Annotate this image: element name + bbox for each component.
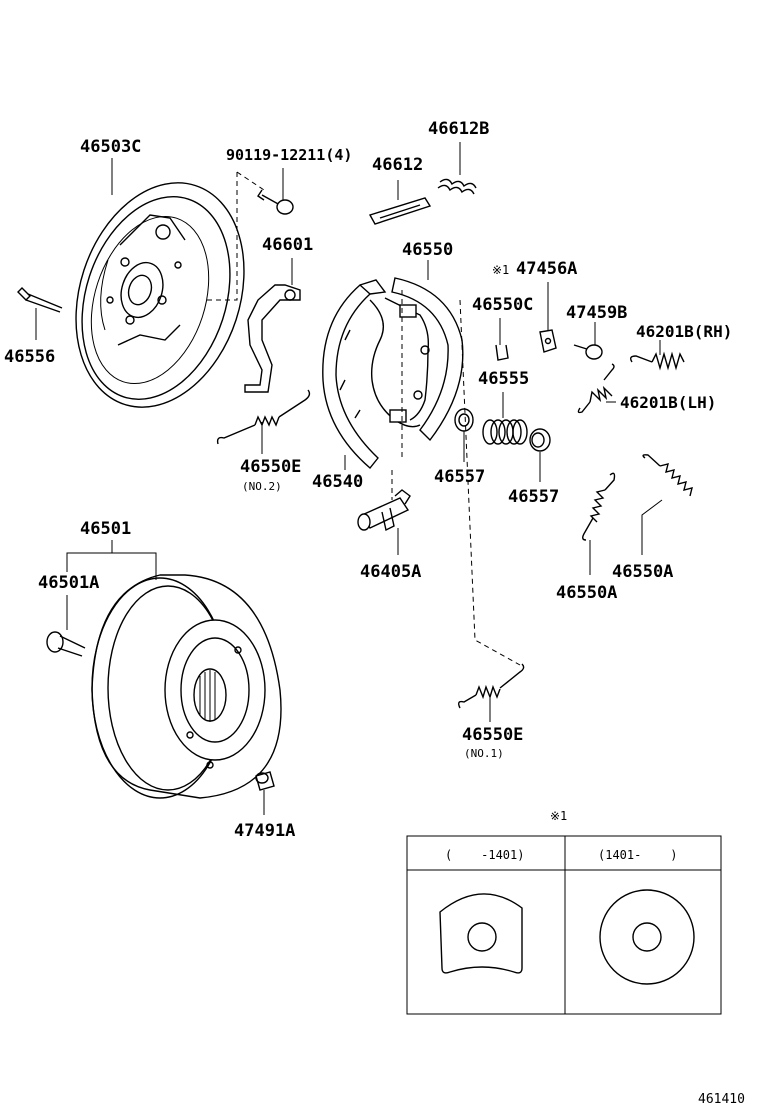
spring-46550A-left-illustration [582, 472, 616, 575]
label-46501A: 46501A [38, 573, 99, 593]
label-47456A-note: ※1 [492, 263, 509, 277]
label-90119: 90119-12211(4) [226, 146, 352, 164]
label-46201B-lh: 46201B(LH) [620, 393, 716, 412]
spring-46201B-lh-illustration [577, 363, 616, 414]
spring-46555-illustration [482, 392, 528, 445]
spring-46550E-no1-illustration [457, 663, 525, 722]
brake-drum-illustration [91, 574, 282, 799]
note-table-col1-header: ( -1401) [445, 848, 524, 862]
label-46601: 46601 [262, 235, 313, 255]
label-47459B: 47459B [566, 303, 627, 323]
plate-47456A-illustration [539, 282, 557, 353]
label-46550E-no1-sub: (NO.1) [464, 747, 504, 760]
label-46201B-rh: 46201B(RH) [636, 322, 732, 341]
note-table: ※1 ( -1401) (1401- ) [406, 809, 722, 1015]
label-46550E-no2: 46550E [240, 457, 301, 477]
plug-47491A-illustration [255, 771, 275, 815]
label-47456A: 47456A [516, 259, 577, 279]
label-46503C: 46503C [80, 137, 141, 157]
clip-46550C-illustration [495, 318, 509, 361]
strut-46612-illustration [368, 180, 432, 225]
label-46556: 46556 [4, 347, 55, 367]
cap-46557-right-illustration [529, 428, 551, 482]
label-46550A-left: 46550A [556, 583, 617, 603]
label-46550C: 46550C [472, 295, 533, 315]
cap-46557-left-illustration [454, 408, 474, 462]
spring-46612B-illustration [437, 142, 477, 195]
label-46550A-right: 46550A [612, 562, 673, 582]
bolt-47459B-illustration [573, 322, 603, 360]
label-46550E-no2-sub: (NO.2) [242, 480, 282, 493]
plate-type-late-illustration [599, 889, 695, 985]
bolt-46501A-illustration [46, 595, 86, 657]
label-46557-left: 46557 [434, 467, 485, 487]
diagram-id: 461410 [698, 1092, 745, 1107]
bolts-90119-illustration [205, 168, 294, 301]
label-46612B: 46612B [428, 119, 489, 139]
spring-46201B-rh-illustration [629, 340, 685, 371]
wheel-cylinder-46405A-illustration [357, 489, 411, 555]
brake-shoe-assembly-illustration [322, 260, 464, 470]
label-46550: 46550 [402, 240, 453, 260]
note-table-mark: ※1 [550, 809, 567, 823]
label-46557-right: 46557 [508, 487, 559, 507]
label-46501: 46501 [80, 519, 131, 539]
label-46540: 46540 [312, 472, 363, 492]
spring-46550E-no2-illustration [216, 389, 311, 454]
lever-46601-illustration [244, 258, 301, 393]
label-46555: 46555 [478, 369, 529, 389]
note-table-col2-header: (1401- ) [598, 848, 677, 862]
bolt-46556-illustration [17, 287, 63, 340]
label-46550E-no1: 46550E [462, 725, 523, 745]
backing-plate-illustration [75, 182, 245, 408]
label-47491A: 47491A [234, 821, 295, 841]
label-46612: 46612 [372, 155, 423, 175]
spring-46550A-right-illustration [641, 454, 693, 555]
plate-type-early-illustration [439, 893, 523, 974]
label-46405A: 46405A [360, 562, 421, 582]
